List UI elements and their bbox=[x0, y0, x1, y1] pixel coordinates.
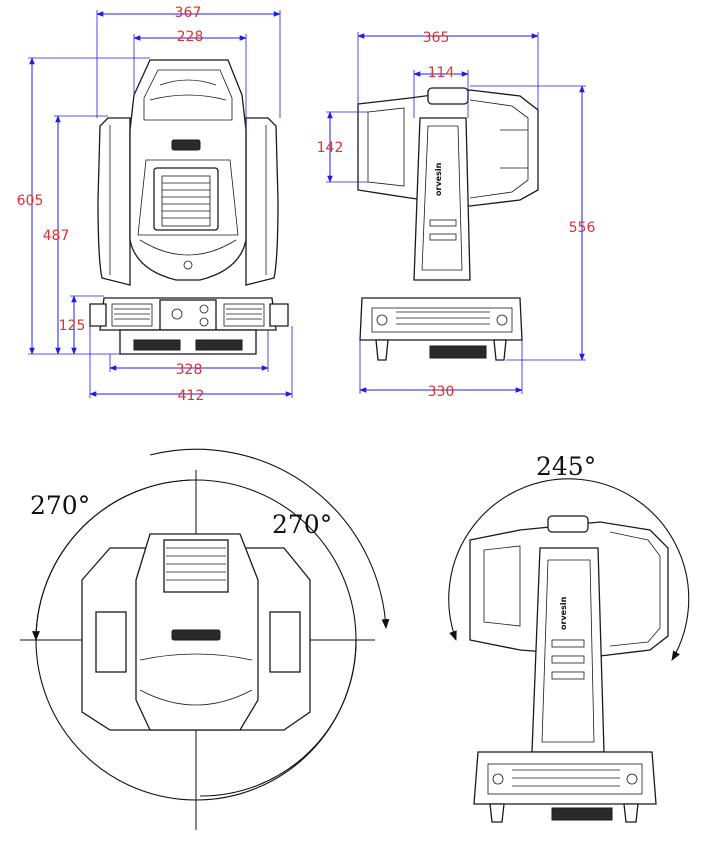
brand-text-side: orvesin bbox=[434, 162, 443, 196]
tilt-rotation-view: orvesin bbox=[448, 478, 690, 823]
dim-front-width: 367 bbox=[175, 5, 202, 21]
dim-front-base-height: 125 bbox=[59, 318, 86, 334]
dim-front-head-width: 228 bbox=[177, 29, 204, 45]
dim-side-width: 365 bbox=[423, 30, 450, 46]
front-dimensions: 367 228 605 487 125 328 412 bbox=[17, 5, 293, 404]
brand-text-tilt: orvesin bbox=[559, 596, 568, 630]
dim-front-base-outer: 412 bbox=[178, 388, 205, 404]
pan-angle-left: 270° bbox=[30, 491, 90, 520]
front-view bbox=[89, 59, 289, 355]
dim-side-head-height: 142 bbox=[317, 140, 344, 156]
dim-side-base: 330 bbox=[428, 384, 455, 400]
pan-rotation-view bbox=[20, 448, 390, 830]
dim-side-arm: 114 bbox=[428, 65, 455, 81]
dim-front-base-inner: 328 bbox=[176, 362, 203, 378]
side-view: orvesin bbox=[357, 87, 539, 361]
dim-front-head-height: 487 bbox=[43, 228, 70, 244]
dim-side-height: 556 bbox=[569, 220, 596, 236]
dim-front-height: 605 bbox=[17, 193, 44, 209]
side-dimensions: 365 114 142 556 330 bbox=[317, 30, 596, 400]
tilt-angle: 245° bbox=[536, 452, 596, 481]
pan-angle-right: 270° bbox=[272, 510, 332, 539]
